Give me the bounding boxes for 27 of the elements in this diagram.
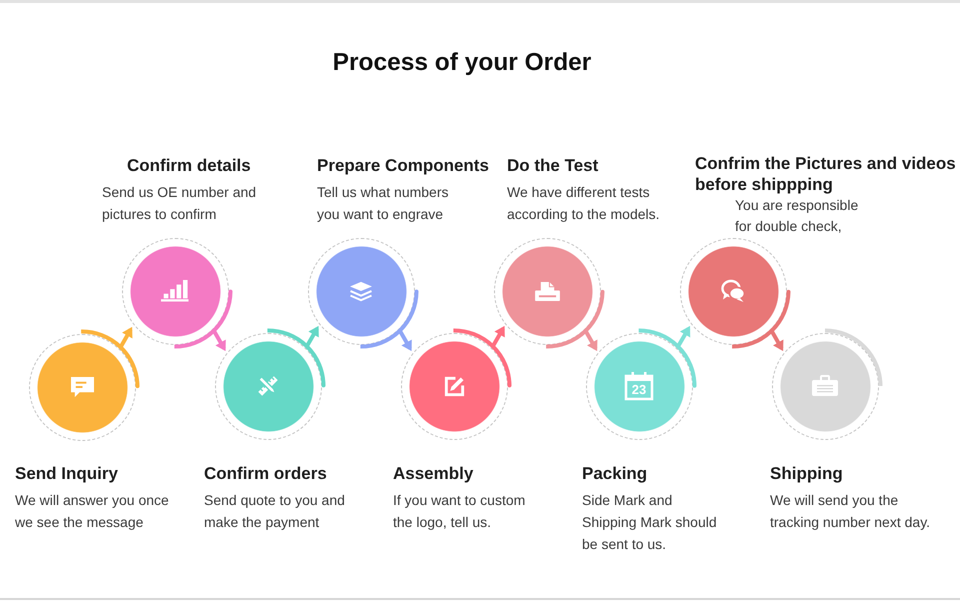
step-description: We have different tests according to the models. <box>507 183 661 224</box>
curved-arrow <box>267 326 326 388</box>
curved-arrow <box>638 326 696 388</box>
step-description: If you want to custom the logo, tell us. <box>393 491 526 532</box>
step-title: Shipping <box>770 463 843 485</box>
step-description: You are responsible for double check, <box>735 196 860 236</box>
step-title: Send Inquiry <box>15 463 118 485</box>
step-title: Prepare Components <box>317 155 489 177</box>
step-description: Send us OE number and pictures to confirm <box>102 183 258 224</box>
step-title: Confirm orders <box>204 463 327 485</box>
step-description: We will send you the tracking number next day. <box>770 491 932 532</box>
step-description: Send quote to you and make the payment <box>204 491 346 532</box>
step-title: Assembly <box>393 463 474 485</box>
curved-arrow <box>360 290 418 352</box>
step-description: Side Mark and Shipping Mark should be sent to us. <box>582 491 718 554</box>
step-title: Confirm details <box>127 155 251 177</box>
curved-arrow <box>81 326 140 388</box>
step-title: Do the Test <box>507 155 598 177</box>
curved-arrow <box>546 290 604 352</box>
curved-arrow <box>732 290 790 352</box>
step-title: Confrim the Pictures and videos before shippping <box>695 153 957 195</box>
diagram-title: Process of your Order <box>332 48 592 78</box>
step-description: Tell us what numbers you want to engrave <box>317 183 450 224</box>
curved-arrow <box>174 290 232 352</box>
step-description: We will answer you once we see the message <box>15 491 170 532</box>
step-title: Packing <box>582 463 648 485</box>
curved-arrow <box>453 326 512 388</box>
